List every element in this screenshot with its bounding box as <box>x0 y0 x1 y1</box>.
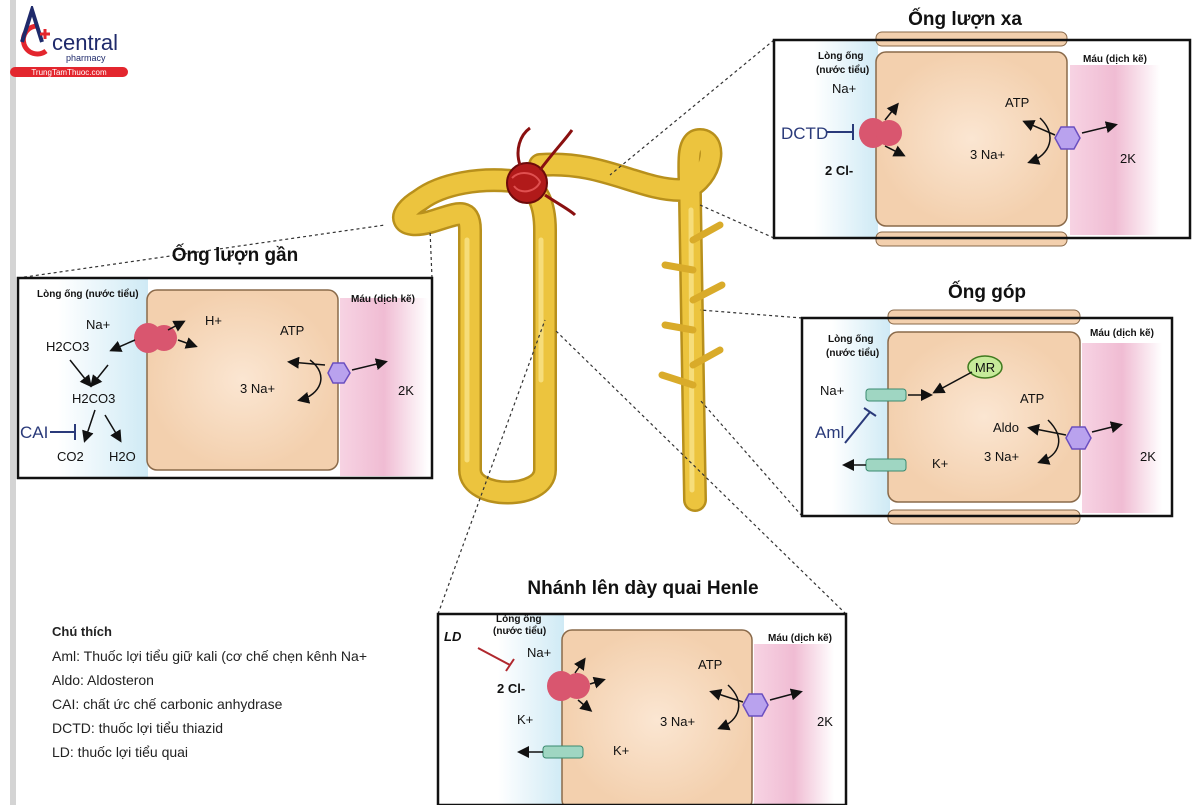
ion-flow-arrows <box>69 102 1123 758</box>
dct-blood-label: Máu (dịch kẽ) <box>1083 54 1147 65</box>
cd-blood-label: Máu (dịch kẽ) <box>1090 328 1154 339</box>
na-k-atpase-icon <box>1065 426 1092 450</box>
tal-k-out: K+ <box>613 743 629 758</box>
leader-lines <box>17 39 847 615</box>
svg-text:pharmacy: pharmacy <box>66 53 106 63</box>
enac-channel-icon <box>865 388 907 402</box>
nephron-illustration <box>392 128 726 512</box>
pct-3na: 3 Na+ <box>240 381 275 396</box>
dct-title: Ống lượn xa <box>908 8 1022 30</box>
tal-drug-ld: LD <box>444 629 462 644</box>
legend-item: CAI: chất ức chế carbonic anhydrase <box>52 696 283 712</box>
tal-atp: ATP <box>698 657 722 672</box>
tal-2cl: 2 Cl- <box>497 681 525 696</box>
tal-na: Na+ <box>527 645 551 660</box>
tal-3na: 3 Na+ <box>660 714 695 729</box>
cd-na: Na+ <box>820 383 844 398</box>
mr-receptor-icon <box>967 355 1003 379</box>
pct-2k: 2K <box>398 383 414 398</box>
legend-item: Aldo: Aldosteron <box>52 672 154 688</box>
dct-2cl: 2 Cl- <box>825 163 853 178</box>
legend-item: Aml: Thuốc lợi tiểu giữ kali (cơ chế chẹ… <box>52 648 368 664</box>
pct-na: Na+ <box>86 317 110 332</box>
pct-blood-label: Máu (dịch kẽ) <box>351 294 415 305</box>
inhibition-marks <box>50 124 877 672</box>
pct-h: H+ <box>205 313 222 328</box>
cd-drug-aml: Aml <box>815 423 844 442</box>
na-k-atpase-icon <box>327 362 351 384</box>
panel-distal-tubule <box>772 31 1192 247</box>
pct-h2co3-b: H2CO3 <box>72 391 115 406</box>
legend-item: DCTD: thuốc lợi tiểu thiazid <box>52 720 224 736</box>
dct-2k: 2K <box>1120 151 1136 166</box>
cd-atp: ATP <box>1020 391 1044 406</box>
tal-2k: 2K <box>817 714 833 729</box>
tal-blood-label: Máu (dịch kẽ) <box>768 633 832 644</box>
na-k-atpase-icon <box>1054 126 1081 150</box>
legend: Chú thích Aml: Thuốc lợi tiểu giữ kali (… <box>52 620 367 764</box>
tal-lumen-label: Lòng ống <box>496 613 542 625</box>
cd-2k: 2K <box>1140 449 1156 464</box>
svg-text:central: central <box>52 30 118 55</box>
dct-atp: ATP <box>1005 95 1029 110</box>
panel-proximal-tubule <box>16 276 434 480</box>
legend-title: Chú thích <box>52 624 112 639</box>
pct-h2co3-a: H2CO3 <box>46 339 89 354</box>
cd-title: Ống góp <box>948 281 1026 303</box>
legend-item: LD: thuốc lợi tiểu quai <box>52 744 189 760</box>
svg-text:TrungTamThuoc.com: TrungTamThuoc.com <box>31 68 107 77</box>
dct-na: Na+ <box>832 81 856 96</box>
tal-k: K+ <box>517 712 533 727</box>
pct-atp: ATP <box>280 323 304 338</box>
dct-lumen-label: Lòng ống <box>818 50 864 62</box>
pct-title: Ống lượn gần <box>172 244 298 266</box>
cd-mr: MR <box>975 360 995 375</box>
cd-aldo: Aldo <box>993 420 1019 435</box>
tal-lumen-label-2: (nước tiểu) <box>493 625 546 637</box>
tal-title: Nhánh lên dày quai Henle <box>527 578 758 599</box>
cd-k: K+ <box>932 456 948 471</box>
glomerulus-icon <box>506 126 577 217</box>
na-k-atpase-icon <box>742 693 769 717</box>
dct-lumen-label-2: (nước tiểu) <box>816 64 869 76</box>
panel-thick-ascending-limb <box>436 612 848 805</box>
romk-channel-icon <box>542 745 584 759</box>
cd-3na: 3 Na+ <box>984 449 1019 464</box>
nkcc2-transporter-icon <box>547 671 590 701</box>
left-margin-bar <box>10 0 16 805</box>
pct-co2: CO2 <box>57 449 84 464</box>
nhe-transporter-icon <box>134 323 177 353</box>
romk-channel-icon <box>865 458 907 472</box>
panel-collecting-duct <box>800 309 1174 525</box>
dct-drug-dctd: DCTD <box>781 124 828 143</box>
pct-lumen-label: Lòng ống (nước tiểu) <box>37 288 139 300</box>
cd-lumen-label-2: (nước tiểu) <box>826 347 879 359</box>
pct-drug-cai: CAI <box>20 423 48 442</box>
central-pharmacy-logo: central pharmacy TrungTamThuoc.com <box>10 6 128 77</box>
pct-h2o: H2O <box>109 449 136 464</box>
dct-3na: 3 Na+ <box>970 147 1005 162</box>
ncc-transporter-icon <box>859 118 902 148</box>
cd-lumen-label: Lòng ống <box>828 333 874 345</box>
